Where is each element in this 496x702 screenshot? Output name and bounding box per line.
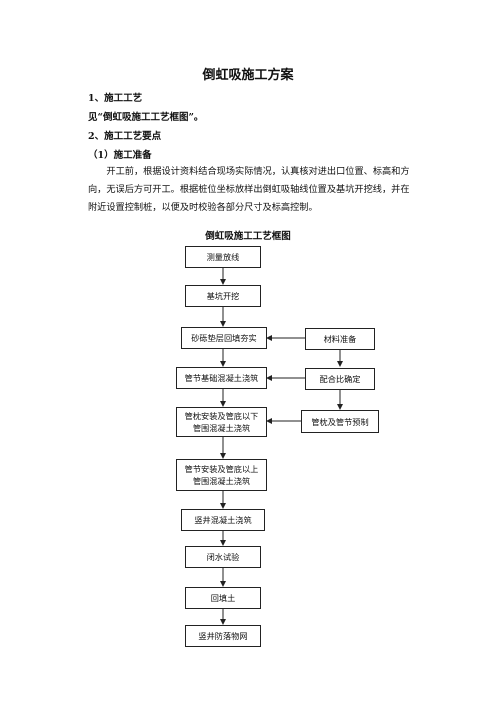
step-backfill: 回填土 [185,587,261,609]
section-heading-2: 2、施工工艺要点 [88,131,162,142]
subsection-heading: （1）施工准备 [88,150,152,161]
step-pillow-install: 管枕安装及管底以下 管围混凝土浇筑 [176,407,267,437]
side-mix-ratio: 配合比确定 [305,368,375,390]
step-backfill-label: 回填土 [210,593,236,603]
step-shaft-concrete-label: 竖井混凝土浇筑 [194,515,252,525]
step-shaft-net-label: 竖井防落物网 [198,631,248,641]
step-pillow-install-line1: 管枕安装及管底以下 [184,411,259,421]
step-survey-label: 测量放线 [206,252,240,262]
body-paragraph: 开工前，根据设计资料结合现场实际情况，认真核对进出口位置、标高和方向，无误后方可… [88,166,410,213]
section-heading-1: 1、施工工艺 [88,93,143,104]
side-material-prep: 材料准备 [305,328,375,350]
side-prefab: 管枕及管节预制 [301,410,379,433]
step-water-test-label: 闭水试验 [206,552,240,562]
reference-line: 见“倒虹吸施工工艺框图”。 [88,112,204,123]
document-title: 倒虹吸施工方案 [202,68,294,83]
step-pillow-install-line2: 管围混凝土浇筑 [192,423,251,433]
step-foundation-concrete: 管节基础混凝土浇筑 [176,367,267,389]
step-pipe-install: 管节安装及管底以上 管围混凝土浇筑 [176,459,267,491]
step-shaft-net: 竖井防落物网 [185,625,261,647]
side-prefab-label: 管枕及管节预制 [311,416,369,427]
step-survey: 测量放线 [185,246,261,268]
step-excavation-label: 基坑开挖 [206,291,240,301]
step-excavation: 基坑开挖 [185,285,261,307]
side-mix-ratio-label: 配合比确定 [319,374,361,384]
step-pipe-install-line1: 管节安装及管底以上 [184,464,259,474]
step-foundation-concrete-label: 管节基础混凝土浇筑 [184,373,259,383]
flowchart-title: 倒虹吸施工工艺框图 [205,231,291,242]
side-material-prep-label: 材料准备 [323,334,357,344]
step-water-test: 闭水试验 [185,546,261,568]
step-shaft-concrete: 竖井混凝土浇筑 [181,509,265,531]
step-gravel-backfill-label: 砂砾垫层回填夯实 [191,333,257,343]
step-pipe-install-line2: 管围混凝土浇筑 [192,476,251,486]
step-gravel-backfill: 砂砾垫层回填夯实 [181,327,267,349]
